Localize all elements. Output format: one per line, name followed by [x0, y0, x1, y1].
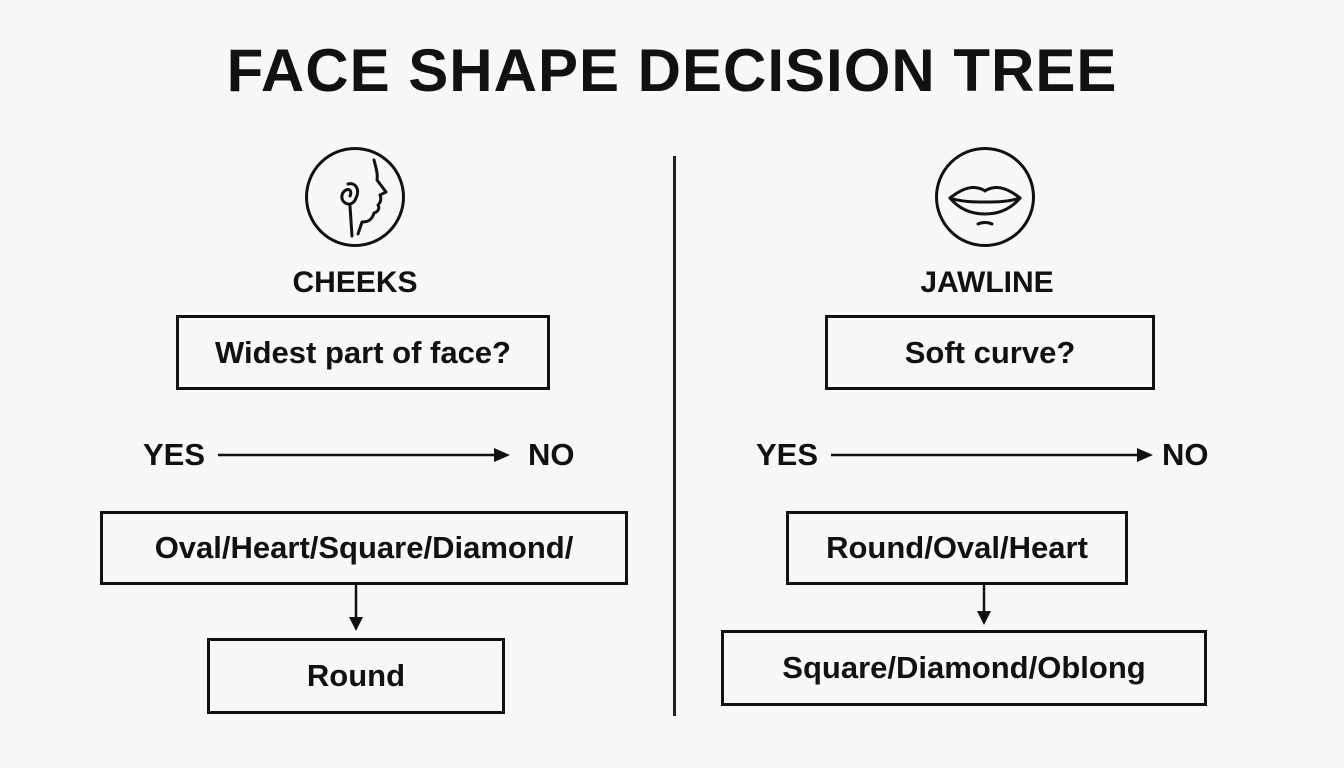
cheeks-heading: CHEEKS: [292, 266, 418, 299]
jawline-yes-label: YES: [756, 437, 819, 472]
jawline-down-arrow: [977, 585, 991, 625]
cheeks-no-label: NO: [528, 437, 575, 472]
page-title: FACE SHAPE DECISION TREE: [226, 37, 1118, 104]
cheeks-result-secondary-box: Round: [207, 638, 505, 714]
cheeks-down-arrow: [349, 585, 363, 631]
jawline-heading: JAWLINE: [920, 266, 1054, 299]
cheeks-question-box: Widest part of face?: [176, 315, 550, 390]
cheeks-result-primary-box: Oval/Heart/Square/Diamond/: [100, 511, 628, 585]
jawline-result-secondary-box: Square/Diamond/Oblong: [721, 630, 1207, 706]
jawline-no-label: NO: [1162, 437, 1209, 472]
jawline-yes-no-arrow: [831, 448, 1153, 462]
cheeks-yes-no-arrow: [218, 448, 510, 462]
jawline-result-primary-box: Round/Oval/Heart: [786, 511, 1128, 585]
column-divider: [673, 156, 676, 716]
jawline-question-box: Soft curve?: [825, 315, 1155, 390]
lips-icon: [935, 147, 1035, 247]
face-profile-icon: [305, 147, 405, 247]
cheeks-yes-label: YES: [143, 437, 206, 472]
